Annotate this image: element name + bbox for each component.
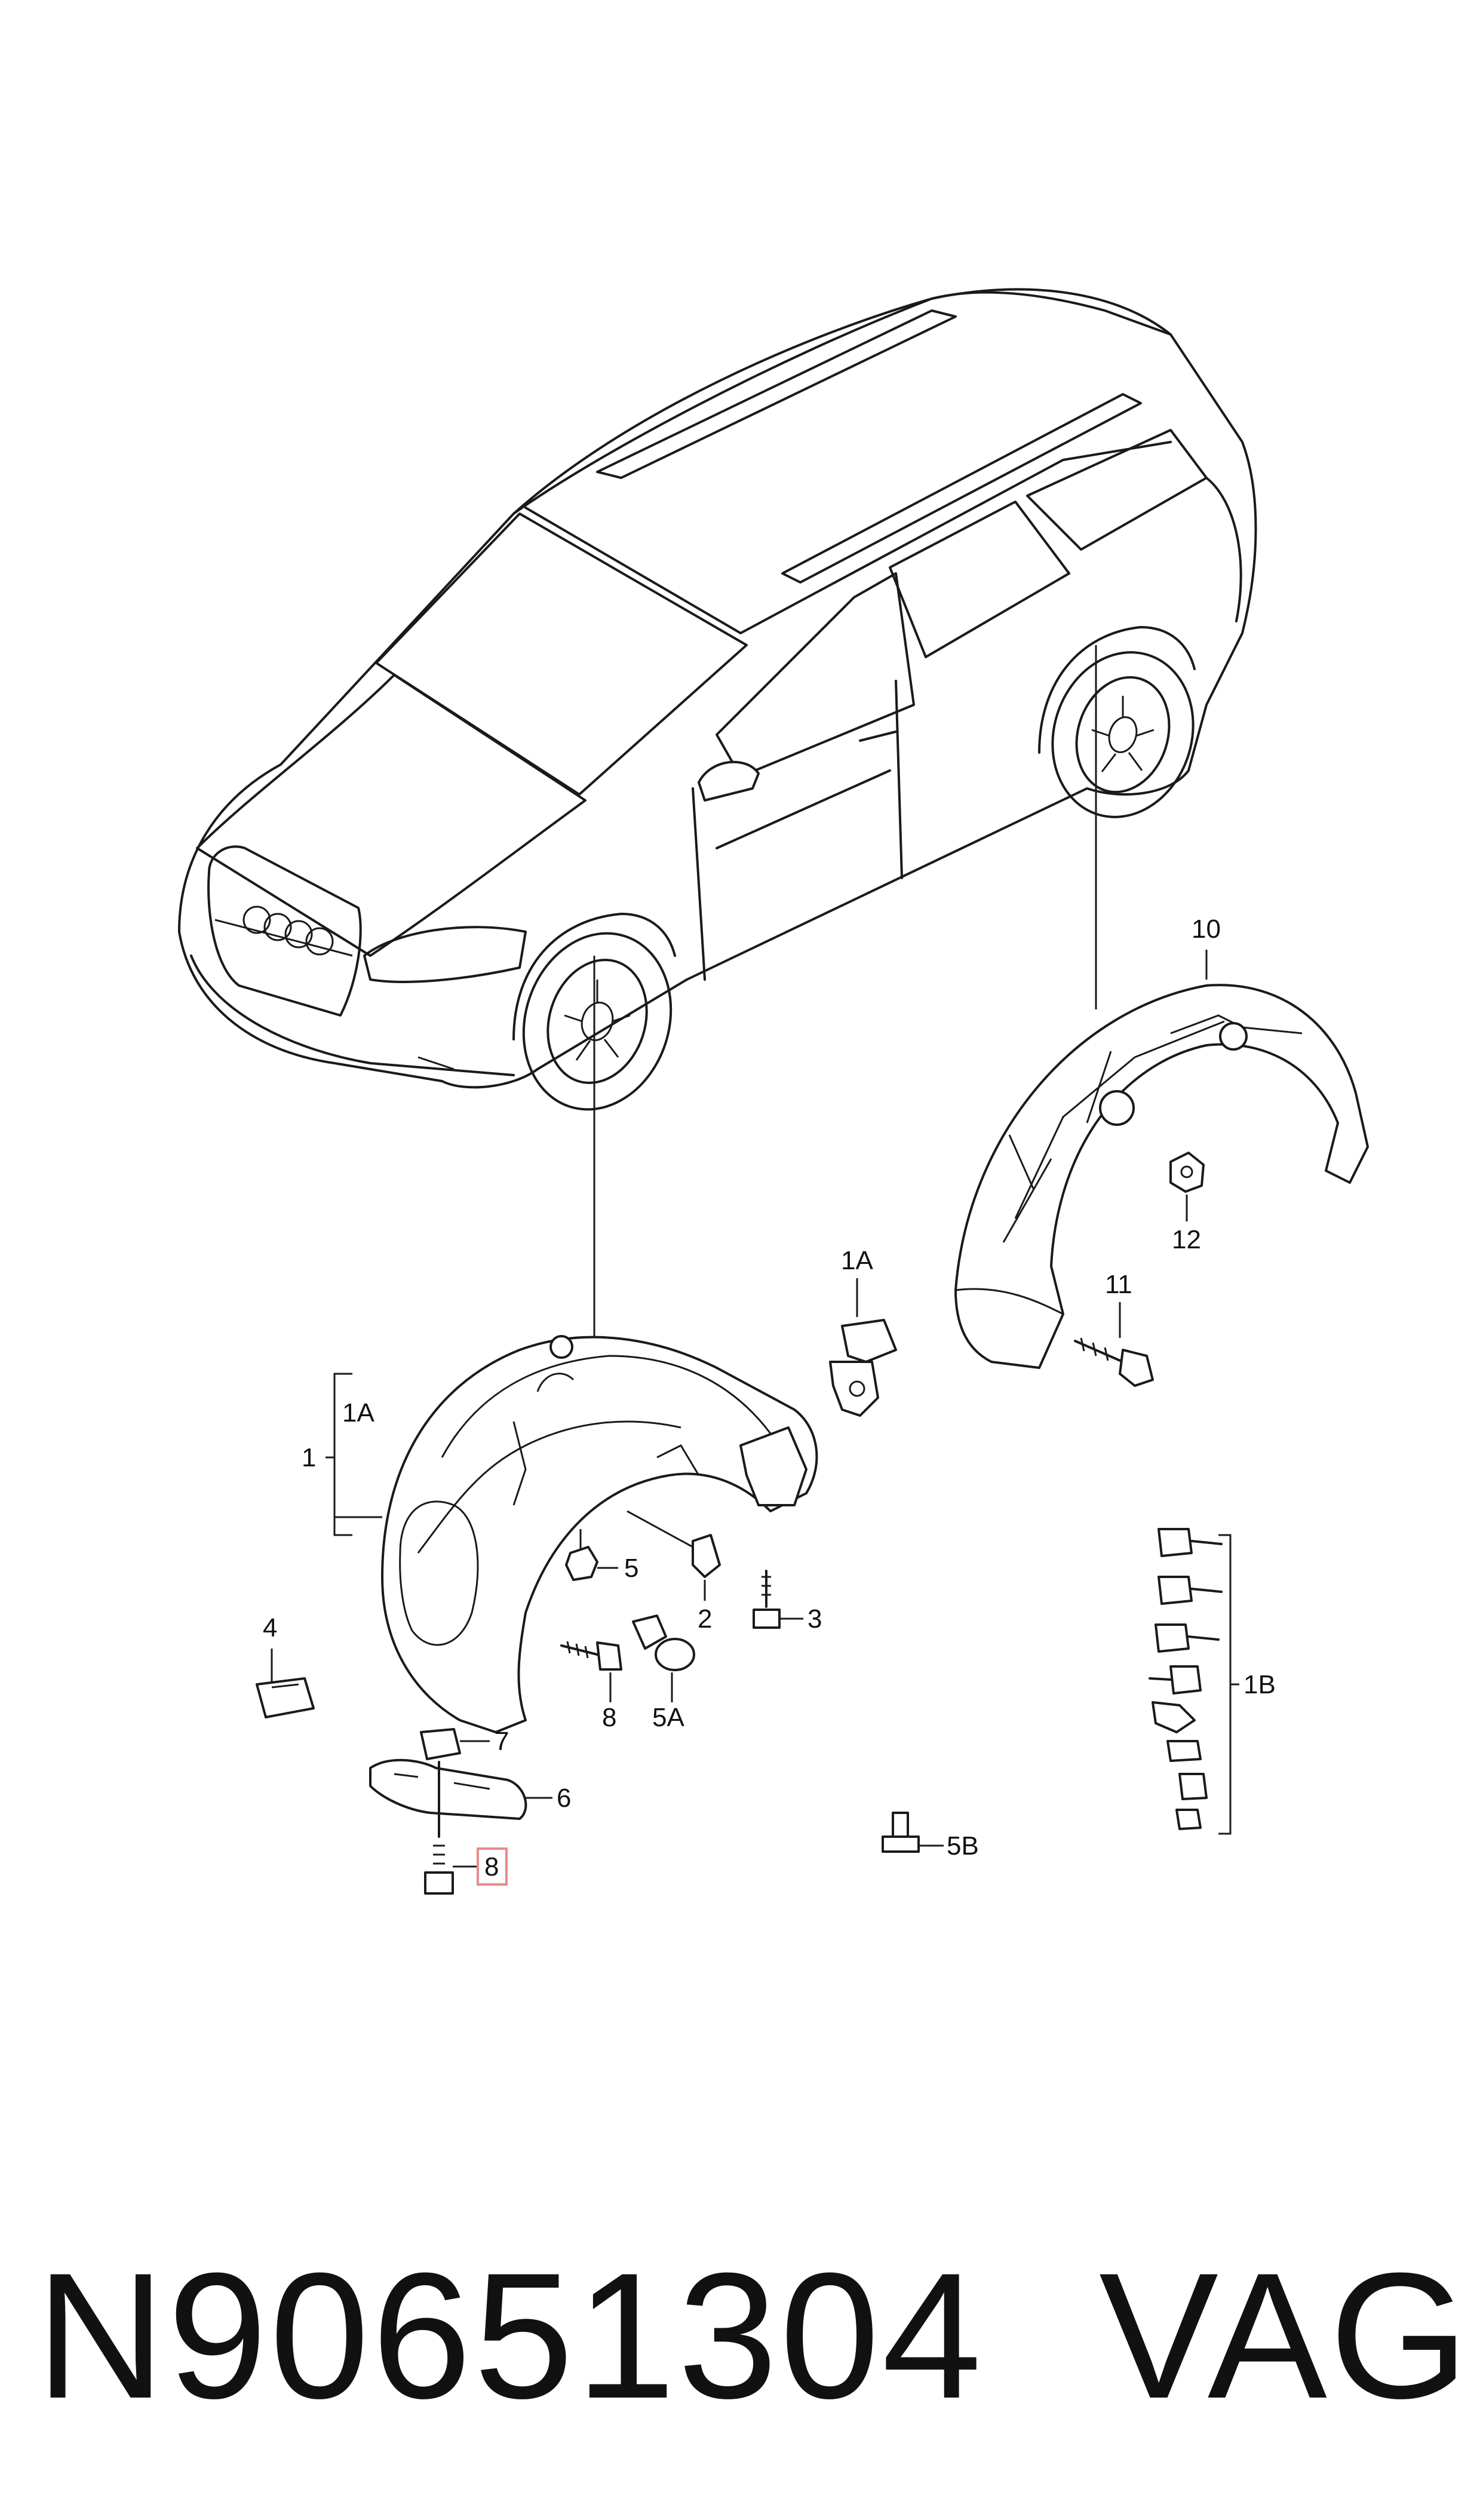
clip-1a bbox=[829, 1319, 897, 1417]
bracket-6 bbox=[369, 1758, 552, 1820]
screw-3 bbox=[753, 1570, 781, 1629]
callout-12: 12 bbox=[1172, 1225, 1201, 1254]
callout-5a: 5A bbox=[652, 1703, 684, 1732]
bracket-1 bbox=[326, 1373, 352, 1536]
nut-5 bbox=[565, 1529, 598, 1581]
clip-7 bbox=[420, 1728, 490, 1760]
callout-7: 7 bbox=[495, 1727, 509, 1756]
part-number: N90651304 bbox=[36, 2235, 984, 2436]
callout-5: 5 bbox=[624, 1554, 638, 1583]
highlight-box bbox=[477, 1847, 508, 1886]
screw-8-mid bbox=[560, 1641, 622, 1702]
callout-2: 2 bbox=[698, 1604, 712, 1634]
callout-3: 3 bbox=[807, 1604, 822, 1634]
pin-5b bbox=[882, 1812, 944, 1853]
callout-1a-bracket: 1A bbox=[342, 1398, 374, 1428]
screw-8-lower bbox=[424, 1761, 478, 1895]
brand-label: VAG bbox=[1099, 2235, 1472, 2436]
clip-5a bbox=[632, 1614, 695, 1702]
rivet-2 bbox=[627, 1510, 721, 1578]
fastener-kit-1b bbox=[1149, 1528, 1239, 1835]
callout-10: 10 bbox=[1192, 914, 1221, 944]
screw-11 bbox=[1074, 1337, 1154, 1387]
callout-5b: 5B bbox=[947, 1831, 979, 1861]
callout-11: 11 bbox=[1105, 1270, 1132, 1299]
callout-1a-top: 1A bbox=[841, 1246, 873, 1275]
callout-4: 4 bbox=[263, 1613, 277, 1643]
callout-8-mid: 8 bbox=[602, 1703, 616, 1732]
callout-6: 6 bbox=[557, 1784, 571, 1813]
front-wheel-housing-liner bbox=[381, 1335, 818, 1733]
nut-12 bbox=[1169, 1152, 1205, 1193]
clip-4 bbox=[256, 1649, 315, 1718]
rear-wheel-housing-liner bbox=[954, 984, 1369, 1369]
callout-1: 1 bbox=[302, 1443, 316, 1472]
callout-8-box: 8 bbox=[484, 1852, 499, 1881]
vehicle-illustration bbox=[178, 288, 1257, 1111]
callout-1b: 1B bbox=[1243, 1670, 1276, 1699]
